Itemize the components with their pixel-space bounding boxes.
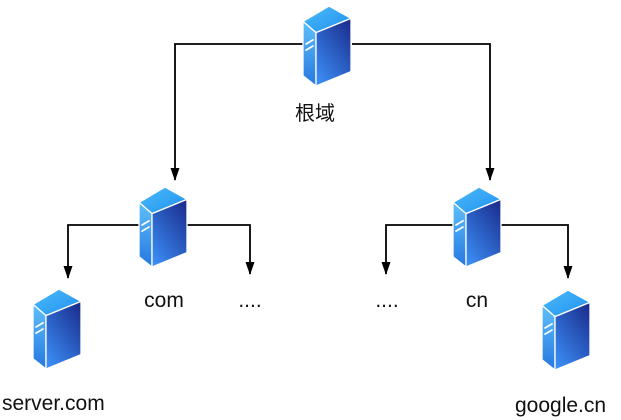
label-cn: cn <box>465 289 489 312</box>
server-icon-google-cn <box>541 289 591 371</box>
label-root-domain: 根域 <box>295 103 335 125</box>
server-icon-cn <box>452 186 502 268</box>
connector-com-to-server-com <box>63 224 139 279</box>
server-icon-com <box>138 186 188 268</box>
label-com: com <box>144 289 184 312</box>
connector-cn-to-google-cn <box>501 224 573 279</box>
label-google-cn: google.cn <box>515 394 607 417</box>
label-dots-under-com: .... <box>238 289 262 312</box>
server-icon-root-domain <box>302 5 352 87</box>
label-server-com: server.com <box>2 392 105 415</box>
connector-root-to-cn <box>352 43 495 181</box>
label-dots-under-cn: .... <box>375 289 399 312</box>
connector-com-to-others <box>187 224 255 275</box>
connector-cn-to-others <box>381 224 453 275</box>
server-icon-server-com <box>32 288 82 370</box>
connector-root-to-com <box>170 43 303 181</box>
